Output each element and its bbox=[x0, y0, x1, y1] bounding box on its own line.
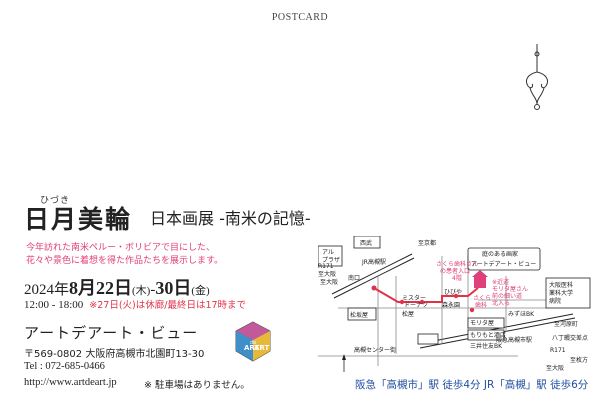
map-label-hibiya: ひびや bbox=[444, 288, 462, 296]
map-label-kyoto2: 至河原町 bbox=[554, 320, 578, 328]
map-label-mitsui: 三井住友BK bbox=[470, 342, 503, 350]
parking-note: ※ 駐車場はありません。 bbox=[144, 380, 250, 391]
date-separator: - bbox=[150, 282, 156, 298]
title-ruby: ひづき bbox=[40, 196, 71, 206]
north-arrow-icon bbox=[342, 354, 346, 372]
map-label-dental4: さくら bbox=[473, 295, 491, 302]
date-dow-start: (木) bbox=[132, 285, 151, 297]
map-label-morita: モリタ屋 bbox=[470, 319, 494, 327]
map-label-hankyu: 阪急高槻市駅 bbox=[496, 336, 532, 344]
date-day-start: 22日 bbox=[96, 278, 133, 298]
map-label-hospital2: 薬科大学 bbox=[549, 289, 573, 297]
logo-text-1: ART bbox=[244, 344, 259, 352]
map-label-dental3: 4階 bbox=[452, 274, 462, 282]
access-directions: 阪急「高槻市」駅 徒歩4分 JR「高槻」駅 徒歩6分 bbox=[355, 379, 589, 391]
map-label-minamiguchi: 南口 bbox=[348, 274, 360, 282]
map-label-osaka1: 至大阪 bbox=[318, 270, 336, 278]
map-label-osaka3: 至大阪 bbox=[320, 278, 338, 286]
map-label-seibu: 西武 bbox=[360, 239, 372, 247]
gallery-house-icon bbox=[472, 270, 488, 288]
map-label-dental5: 歯科 bbox=[475, 301, 487, 309]
map-label-morinaga: 森永園 bbox=[442, 301, 460, 309]
gallery-name: アートデアート・ビュー bbox=[24, 324, 199, 342]
map-label-dental1: さくら歯科さん bbox=[436, 260, 478, 268]
map-label-osaka2: 至大阪 bbox=[546, 364, 564, 372]
map-label-alplaza2: プラザ bbox=[322, 257, 340, 264]
access-map: 西武 至京都 アル プラザ 至大阪 JR高槻駅 南口 ミスター ドーナツ ひびや… bbox=[318, 236, 591, 372]
gallery-address: 〒569-0802 大阪府高槻市北園町13-30 bbox=[24, 349, 205, 360]
description-line-1: 今年訪れた南米ペルー・ボリビアで目にした、 bbox=[26, 243, 216, 253]
chandelier-ornament-icon bbox=[525, 44, 549, 110]
map-label-garden-gallery: 庭のある画家 bbox=[482, 250, 518, 258]
logo-text-sub: de bbox=[250, 340, 256, 346]
map-label-kinshin1: ※近道 bbox=[492, 278, 509, 286]
map-label-mister: ミスター bbox=[402, 294, 426, 302]
gallery-tel: Tel : 072-685-0466 bbox=[24, 361, 105, 372]
hours-note: ※27日(火)は休廊/最終日は17時まで bbox=[89, 300, 247, 311]
map-label-morimoto: もりもと酒店 bbox=[470, 331, 506, 339]
map-label-r171: R171 bbox=[550, 347, 566, 354]
map-label-hatchoume: 八丁畷交差点 bbox=[552, 334, 588, 342]
map-label-jr: JR高槻駅 bbox=[361, 258, 386, 266]
map-label-hirakata: 至枚方 bbox=[570, 356, 588, 364]
date-month: 8月 bbox=[69, 278, 97, 298]
exhibition-title: 日月美輪 bbox=[24, 205, 133, 234]
exhibition-subtitle: 日本画展 -南米の記憶- bbox=[150, 209, 311, 228]
description-line-2: 花々や景色に着想を得た作品たちを展示します。 bbox=[26, 256, 224, 266]
map-label-donuts: ドーナツ bbox=[404, 302, 428, 309]
map-label-kinshin2: モリタ屋さん bbox=[492, 285, 528, 293]
map-label-hospital3: 病院 bbox=[549, 297, 561, 305]
exhibition-date: 2024年8月22日(木)-30日(金) bbox=[24, 274, 210, 300]
map-label-r171-top: R171 bbox=[318, 263, 334, 270]
map-label-kyoto1: 至京都 bbox=[418, 239, 436, 247]
map-label-matsuzakaya: 松坂屋 bbox=[350, 311, 368, 319]
map-label-mizuho: みずほBK bbox=[508, 310, 535, 318]
date-dow-end: (金) bbox=[191, 285, 210, 297]
art-de-art-logo-icon: ART ART de bbox=[235, 321, 271, 362]
map-label-kinshin3: 前の細い道 bbox=[492, 292, 522, 300]
gallery-url-link[interactable]: http://www.artdeart.jp bbox=[24, 377, 117, 388]
date-year: 2024年 bbox=[24, 282, 70, 298]
opening-hours: 12:00 - 18:00 ※27日(火)は休廊/最終日は17時まで bbox=[24, 297, 246, 311]
map-label-center: 高槻センター街 bbox=[354, 346, 396, 354]
date-day-end: 30日 bbox=[155, 278, 192, 298]
map-label-alplaza1: アル bbox=[322, 249, 334, 256]
map-label-kinshin4: 北入る bbox=[492, 299, 510, 307]
map-label-hospital1: 大阪医科 bbox=[549, 281, 573, 289]
map-label-gallery-name: アートデアート・ビュー bbox=[471, 260, 536, 268]
hours-text: 12:00 - 18:00 bbox=[24, 299, 84, 311]
logo-text-2: ART bbox=[254, 344, 269, 352]
map-label-matsuya: 松屋 bbox=[402, 310, 414, 318]
postcard-label: POSTCARD bbox=[271, 12, 329, 23]
map-label-dental2: の患者入口 bbox=[440, 267, 470, 275]
